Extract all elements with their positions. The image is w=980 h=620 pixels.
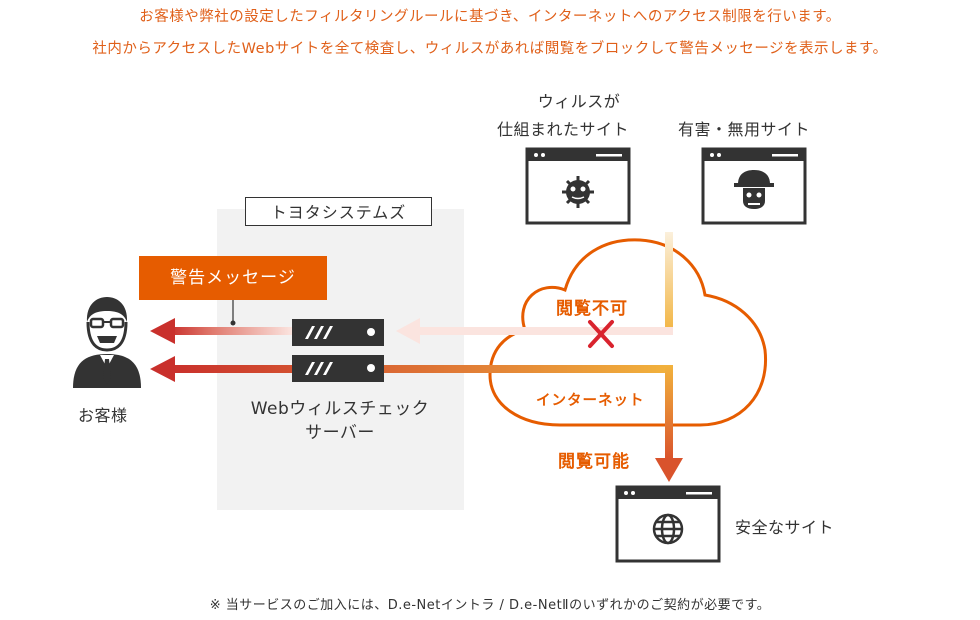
- internet-label: インターネット: [536, 393, 645, 409]
- server-label-line-2: サーバー: [305, 423, 375, 443]
- customer-label: お客様: [78, 406, 128, 425]
- server-icon: [292, 319, 384, 382]
- warning-message-box: 警告メッセージ: [139, 256, 327, 300]
- system-name-label: トヨタシステムズ: [245, 197, 432, 226]
- pirate-skull-icon: [734, 170, 774, 209]
- description-line-2: 社内からアクセスしたWebサイトを全て検査し、ウィルスがあれば閲覧をブロックして…: [92, 41, 888, 57]
- allowed-path: [150, 356, 683, 482]
- block-x-icon: [588, 320, 614, 348]
- server-label-line-1: Webウィルスチェック: [250, 399, 430, 419]
- globe-icon: [652, 513, 684, 545]
- virus-site-label-line-1: ウィルスが: [537, 92, 621, 111]
- footnote: ※ 当サービスのご加入には、D.e-Netイントラ / D.e-NetⅡのいずれ…: [209, 598, 771, 613]
- safe-site-label: 安全なサイト: [735, 518, 835, 537]
- person-icon: [73, 297, 141, 388]
- safe-site-window: [615, 485, 721, 563]
- description-line-1: お客様や弊社の設定したフィルタリングルールに基づき、インターネットへのアクセス制…: [139, 9, 841, 25]
- blocked-label: 閲覧不可: [556, 299, 628, 319]
- harmful-site-label: 有害・無用サイト: [678, 120, 811, 139]
- blocked-path: [396, 232, 673, 344]
- virus-icon: [562, 176, 594, 208]
- allowed-label: 閲覧可能: [558, 452, 630, 472]
- warning-arrow: [150, 318, 292, 344]
- virus-site-label-line-2: 仕組まれたサイト: [497, 120, 630, 139]
